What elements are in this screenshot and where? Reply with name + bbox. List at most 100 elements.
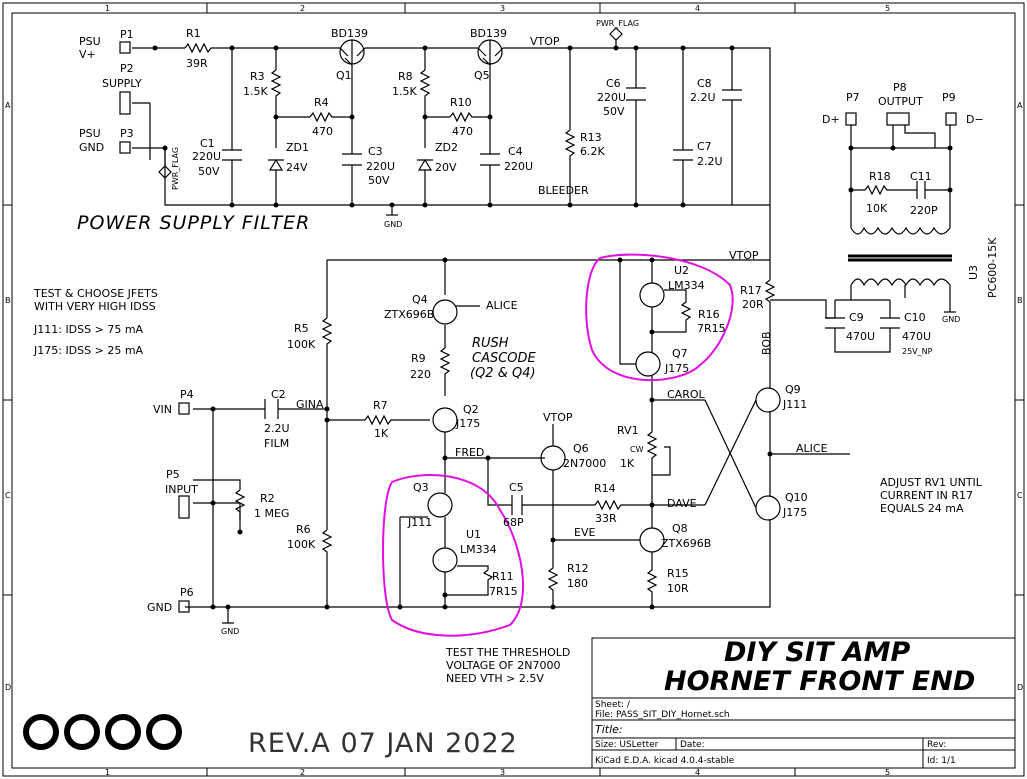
zd1-ref: ZD1 [286, 141, 309, 154]
net-eve: EVE [574, 526, 595, 539]
r18-value: 10K [866, 202, 888, 215]
p8-label: OUTPUT [878, 95, 923, 108]
r8-ref: R8 [398, 70, 413, 83]
net-pwr-flag-left: PWR_FLAG [171, 147, 180, 190]
title-block-kicad: KiCad E.D.A. kicad 4.0.4-stable [595, 756, 735, 766]
net-fred: FRED [455, 446, 484, 459]
u3-value: PC600-15K [986, 237, 999, 298]
note-adjust-1: ADJUST RV1 UNTIL [880, 476, 983, 489]
gnd-symbol-ps: GND [384, 220, 402, 229]
highlight-u2-q7 [585, 253, 734, 382]
q5-value: BD139 [470, 27, 507, 40]
r16-ref: R16 [698, 308, 720, 321]
note-threshold-2: VOLTAGE OF 2N7000 [446, 659, 560, 672]
net-dave: DAVE [667, 497, 697, 510]
u1-ref: U1 [466, 528, 481, 541]
q6-ref: Q6 [573, 442, 589, 455]
r3-value: 1.5K [243, 85, 268, 98]
net-alice-top: ALICE [486, 299, 518, 312]
grid-col-4-bottom: 4 [695, 768, 700, 777]
r10-value: 470 [452, 125, 473, 138]
r9-value: 220 [410, 368, 431, 381]
u3-ref: U3 [967, 265, 980, 280]
grid-row-b-right: B [1017, 296, 1023, 305]
power-supply-section [119, 27, 771, 280]
title-block: DIY SIT AMP HORNET FRONT END Sheet: / Fi… [591, 637, 1016, 769]
r13-ref: R13 [580, 131, 602, 144]
r5-ref: R5 [294, 322, 309, 335]
r13-value: 6.2K [580, 145, 605, 158]
net-vtop-mid: VTOP [729, 249, 759, 262]
q1-value: BD139 [331, 27, 368, 40]
c7-ref: C7 [697, 140, 712, 153]
p4-label: VIN [153, 403, 172, 416]
grid-col-1-bottom: 1 [105, 768, 110, 777]
section-title-power: POWER SUPPLY FILTER [77, 212, 310, 234]
r15-value: 10R [667, 582, 689, 595]
p9-ref: P9 [942, 91, 956, 104]
note-jfet-2: WITH VERY HIGH IDSS [34, 300, 156, 313]
net-bob: BOB [760, 331, 773, 355]
revision-text: REV.A 07 JAN 2022 [248, 728, 518, 759]
grid-col-2-bottom: 2 [300, 768, 305, 777]
grid-col-2: 2 [300, 4, 305, 13]
title-line-2: HORNET FRONT END [664, 666, 975, 697]
c3-value: 220U [366, 160, 395, 173]
u2-value: LM334 [668, 279, 705, 292]
q8-value: ZTX696B [661, 537, 711, 550]
p3-label-1: PSU [79, 127, 101, 140]
c8-value: 2.2U [690, 91, 716, 104]
gnd-symbol-out: GND [942, 315, 960, 324]
c4-ref: C4 [508, 145, 523, 158]
title-block-date: Date: [680, 740, 705, 750]
note-jfet-1: TEST & CHOOSE JFETS [33, 287, 158, 300]
p6-label: GND [147, 601, 172, 614]
front-end-section [178, 257, 850, 624]
p2-label: SUPPLY [102, 77, 142, 90]
note-adjust-3: EQUALS 24 mA [880, 502, 964, 515]
rush-line-2: CASCODE [472, 351, 537, 366]
q4-value: ZTX696B [384, 308, 434, 321]
q10-value: J175 [782, 506, 807, 519]
gnd-symbol-fe: GND [221, 627, 239, 636]
r7-value: 1K [374, 427, 389, 440]
c6-value: 220U [597, 91, 626, 104]
r7-ref: R7 [373, 399, 388, 412]
q2-value: J175 [455, 417, 480, 430]
r15-ref: R15 [667, 567, 689, 580]
c2-ref: C2 [271, 388, 286, 401]
q9-value: J111 [782, 398, 807, 411]
q4-ref: Q4 [412, 293, 428, 306]
r17-ref: R17 [740, 284, 762, 297]
rush-line-1: RUSH [472, 336, 509, 351]
net-carol: CAROL [667, 388, 706, 401]
grid-row-d: D [5, 683, 11, 692]
note-adjust-2: CURRENT IN R17 [880, 489, 973, 502]
q6-value: 2N7000 [563, 457, 606, 470]
p2-ref: P2 [120, 62, 134, 75]
r4-value: 470 [312, 125, 333, 138]
r9-ref: R9 [411, 352, 426, 365]
c7-value: 2.2U [697, 155, 723, 168]
rv1-ref: RV1 [617, 424, 639, 437]
highlight-q3-u1 [382, 474, 524, 637]
net-alice-right: ALICE [796, 442, 828, 455]
c6-voltage: 50V [603, 105, 625, 118]
r3-ref: R3 [250, 70, 265, 83]
r8-value: 1.5K [392, 85, 417, 98]
c2-type: FILM [264, 437, 289, 450]
q7-ref: Q7 [672, 347, 688, 360]
r16-value: 7R15 [697, 322, 726, 335]
r5-value: 100K [287, 338, 316, 351]
front-end-labels: TEST & CHOOSE JFETS WITH VERY HIGH IDSS … [33, 249, 983, 685]
power-supply-labels: PSU V+ P1 P2 SUPPLY PSU GND P3 R1 39R C1… [77, 19, 723, 234]
p1-label-2: V+ [79, 48, 96, 61]
grid-row-c-right: C [1017, 491, 1023, 500]
r2-value: 1 MEG [254, 507, 289, 520]
rv1-value: 1K [620, 457, 635, 470]
c11-value: 220P [910, 204, 938, 217]
rv1-cw: CW [630, 445, 644, 454]
r18-ref: R18 [869, 170, 891, 183]
